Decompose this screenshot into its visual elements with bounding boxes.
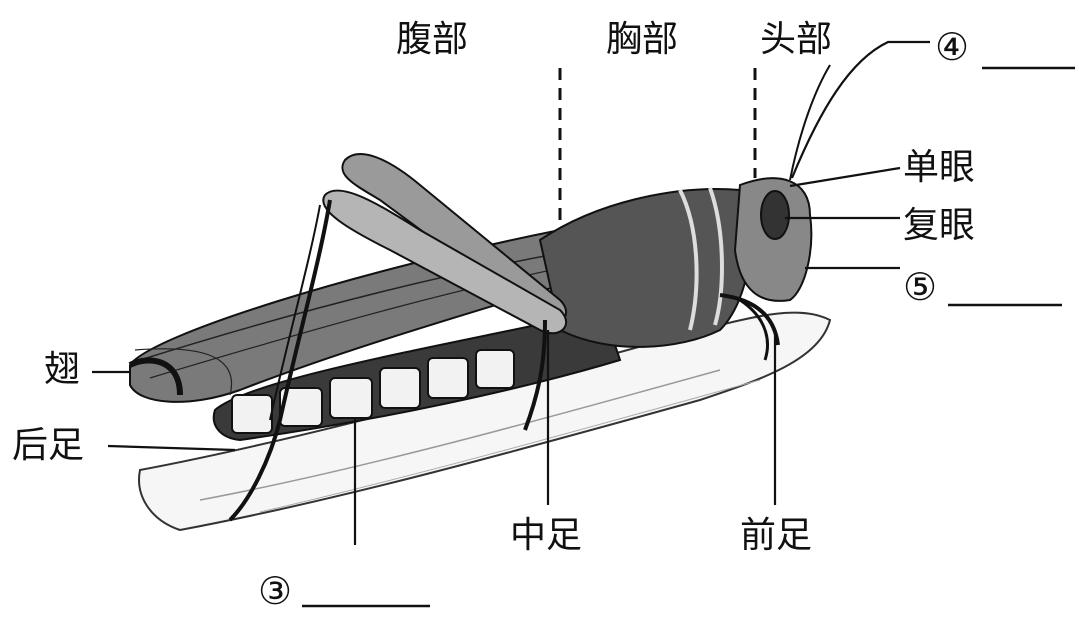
label-compound-eye: 复眼 xyxy=(903,208,975,244)
label-head: 头部 xyxy=(760,22,832,58)
label-simple-eye: 单眼 xyxy=(903,150,975,186)
label-blank-3: ③ xyxy=(258,572,292,610)
label-thorax: 胸部 xyxy=(606,22,678,58)
label-blank-4: ④ xyxy=(935,28,969,66)
thorax-shape xyxy=(540,188,750,347)
label-hind-leg: 后足 xyxy=(12,428,84,464)
antenna-shape xyxy=(790,65,830,180)
leader-simple-eye xyxy=(790,168,900,186)
label-middle-leg: 中足 xyxy=(510,518,582,554)
label-abdomen: 腹部 xyxy=(396,22,468,58)
label-front-leg: 前足 xyxy=(740,518,812,554)
head-shape xyxy=(735,178,811,301)
label-wing: 翅 xyxy=(44,352,80,388)
leader-hind-leg xyxy=(108,446,235,450)
label-blank-5: ⑤ xyxy=(903,268,937,306)
